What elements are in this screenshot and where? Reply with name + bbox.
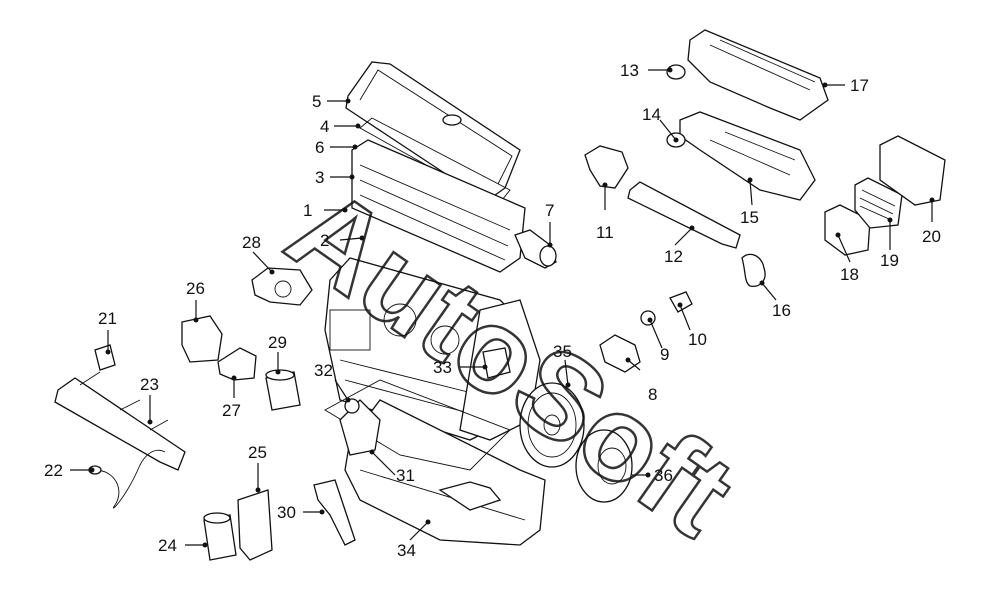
callout-9: 9 <box>660 345 669 364</box>
callout-30: 30 <box>277 503 296 522</box>
callout-14: 14 <box>642 105 661 124</box>
bracket <box>251 267 313 306</box>
callout-7: 7 <box>545 201 554 220</box>
callout-5: 5 <box>312 92 321 111</box>
callout-22: 22 <box>44 461 63 480</box>
sensor-housing <box>584 145 629 189</box>
valve-cover <box>345 61 521 201</box>
callout-15: 15 <box>740 208 759 227</box>
callout-31: 31 <box>396 466 415 485</box>
callout-32: 32 <box>314 361 333 380</box>
thermostat-housing <box>599 334 641 373</box>
callout-25: 25 <box>248 443 267 462</box>
air-filter-element <box>854 177 903 229</box>
callout-12: 12 <box>664 247 683 266</box>
leader-dots <box>89 67 935 548</box>
fuel-injector <box>94 344 116 371</box>
mounting-bracket <box>313 479 356 546</box>
cylinder-head <box>351 139 526 273</box>
callout-26: 26 <box>186 279 205 298</box>
callout-34: 34 <box>397 541 416 560</box>
callout-3: 3 <box>315 168 324 187</box>
crank-pulley <box>575 429 633 503</box>
callout-labels: 1 2 3 4 5 6 7 8 9 10 11 12 13 14 15 16 1… <box>44 61 941 560</box>
air-filter-housing <box>879 135 946 206</box>
callout-36: 36 <box>654 466 673 485</box>
callout-27: 27 <box>222 401 241 420</box>
leader-lines <box>70 69 933 546</box>
callout-29: 29 <box>268 333 287 352</box>
callout-21: 21 <box>98 309 117 328</box>
callout-10: 10 <box>688 330 707 349</box>
flywheel <box>519 382 585 468</box>
callout-13: 13 <box>620 61 639 80</box>
fuel-rail <box>54 377 186 471</box>
engine-parts <box>54 29 946 561</box>
callout-1: 1 <box>303 201 312 220</box>
callout-33: 33 <box>433 358 452 377</box>
oil-pickup <box>438 481 502 511</box>
exhaust-manifold <box>687 29 829 121</box>
callout-28: 28 <box>242 233 261 252</box>
callout-2: 2 <box>320 231 329 250</box>
callout-6: 6 <box>315 138 324 157</box>
oil-pan <box>344 399 546 546</box>
sensor <box>482 347 511 379</box>
callout-17: 17 <box>850 76 869 95</box>
filter-housing <box>237 489 273 561</box>
coolant-pipe <box>627 181 741 249</box>
engine-mount <box>181 315 223 363</box>
callout-35: 35 <box>553 342 572 361</box>
callout-23: 23 <box>140 375 159 394</box>
callout-4: 4 <box>320 117 329 136</box>
callout-24: 24 <box>158 536 177 555</box>
callout-18: 18 <box>840 265 859 284</box>
callout-8: 8 <box>648 385 657 404</box>
throttle-body <box>824 204 871 256</box>
callout-11: 11 <box>596 223 614 242</box>
callout-20: 20 <box>922 227 941 246</box>
sensor-wire <box>94 449 166 509</box>
coolant-fitting <box>217 347 257 381</box>
callout-16: 16 <box>772 301 791 320</box>
oil-pan-gasket <box>324 379 511 471</box>
callout-19: 19 <box>880 251 899 270</box>
